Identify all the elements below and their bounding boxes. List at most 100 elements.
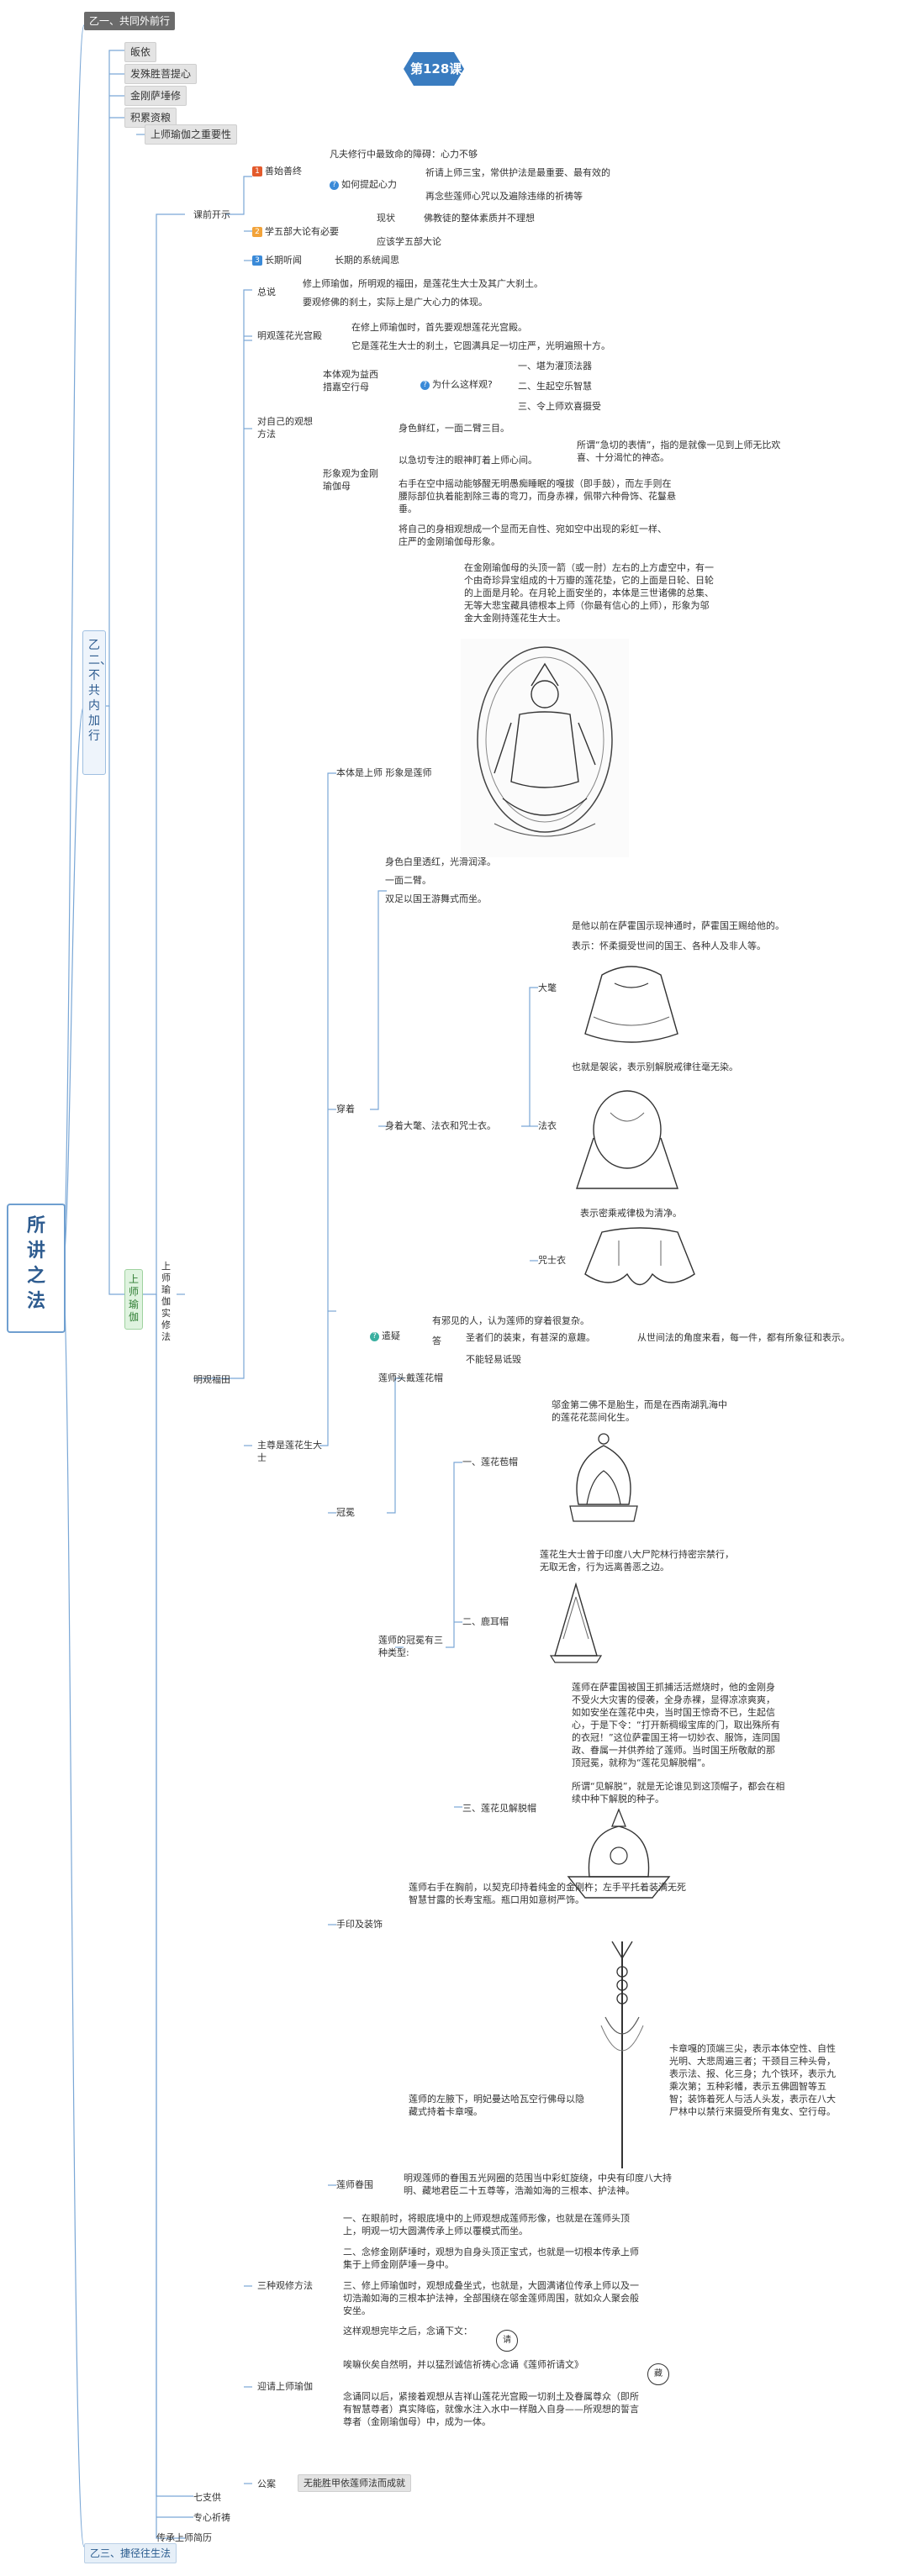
- shape-label[interactable]: 形象观为金刚瑜伽母: [323, 468, 378, 492]
- self-body[interactable]: 本体观为益西措嘉空行母: [323, 369, 378, 392]
- hat-label[interactable]: 冠冕: [336, 1507, 355, 1518]
- three-b: 二、念修金刚萨埵时，观想为自身头顶正宝式，也就是一切根本传承上师集于上师金刚萨埵…: [343, 2247, 639, 2270]
- question-icon: ?: [370, 1331, 379, 1341]
- shape-2: 以急切专注的眼神盯着上师心间。: [399, 455, 537, 466]
- summary-b: 要观修佛的刹土，实际上是广大心力的体现。: [303, 297, 488, 308]
- essence-label[interactable]: 本体是上师 形象是莲师: [336, 767, 432, 778]
- why-3: 三、令上师欢喜摄受: [518, 401, 601, 412]
- wear-summary: 身着大氅、法衣和咒士衣。: [385, 1120, 496, 1131]
- hand-label[interactable]: 手印及装饰: [336, 1919, 383, 1930]
- body-3: 双足以国王游舞式而坐。: [385, 893, 487, 904]
- guru-yoga-node[interactable]: 上师瑜伽: [124, 1269, 143, 1330]
- essence-text: 在金刚瑜伽母的头顶一箭（或一肘）左右的上方虚空中，有一个由奇珍异宝组成的十万瓣的…: [464, 562, 714, 624]
- lesson-badge: [404, 52, 464, 86]
- liberation-hat-illustration: [567, 1808, 671, 1899]
- shape-3: 右手在空中摇动能够醒无明愚痴睡眠的嘎拔（即手鼓），而左手则在腰际部位执着能割除三…: [399, 478, 676, 514]
- why-1: 一、堪为灌顶法器: [518, 361, 592, 371]
- prelim-vajrasattva[interactable]: 金刚萨埵修: [124, 86, 187, 106]
- body-2: 一面二臂。: [385, 875, 431, 886]
- doubt-title: 遣疑: [382, 1330, 400, 1341]
- palace-a: 在修上师瑜伽时，首先要观想莲花光宫殿。: [351, 322, 527, 333]
- prelim-bodhicitta[interactable]: 发殊胜菩提心: [124, 64, 198, 84]
- cloak-label[interactable]: 大氅: [538, 982, 557, 993]
- shape-1: 身色鲜红，一面二臂三目。: [399, 423, 509, 434]
- padma-label[interactable]: 主尊是莲花生大士: [257, 1440, 322, 1463]
- mantra-label[interactable]: 咒士衣: [538, 1255, 566, 1266]
- shape-2-note: 所谓“急切的表情”，指的是就像一见到上师无比欢喜、十分渴忙的神态。: [577, 440, 781, 463]
- mantra-robe-illustration: [584, 1227, 695, 1286]
- section-inner-preliminaries-label: 乙二、不共内加行: [88, 639, 112, 743]
- robe-illustration: [576, 1090, 678, 1189]
- why-label: 为什么这样观?: [432, 379, 493, 390]
- self-visualization[interactable]: 对自己的观想方法: [257, 416, 313, 440]
- why-question[interactable]: ?为什么这样观?: [420, 378, 493, 391]
- bless-label[interactable]: 公案: [257, 2479, 276, 2489]
- intro-item2-label: 学五部大论有必要: [265, 226, 339, 237]
- lesson-badge-label: 第128课: [410, 61, 462, 76]
- intro-item1-q[interactable]: ?如何提起心力: [330, 178, 397, 191]
- shape-4: 将自己的身相观想成一个显而无自性、宛如空中出现的彩虹一样、庄严的金刚瑜伽母形象。: [399, 524, 667, 547]
- section-outer-preliminaries[interactable]: 乙一、共同外前行: [84, 12, 176, 30]
- body-1: 身色白里透红，光滑润泽。: [385, 856, 496, 867]
- palace-b: 它是莲花生大士的刹土，它圆满具足一切庄严，光明遍照十方。: [351, 340, 610, 351]
- hat3-a: 莲师在萨霍国被国王抓捕活活燃烧时，他的金刚身不受火大灾害的侵袭，全身赤裸，显得凉…: [572, 1682, 780, 1768]
- khatvanga-text: 卡章嘎的顶端三尖，表示本体空性、自性光明、大悲周遍三者；干颈目三种头骨，表示法、…: [669, 2043, 836, 2117]
- hat1-label[interactable]: 一、莲花苞帽: [462, 1457, 518, 1467]
- intro-item2-b: 应该学五部大论: [377, 236, 441, 247]
- doubt-label[interactable]: ?遣疑: [370, 1330, 400, 1342]
- intro-item1-q-a2: 再念些莲师心咒以及遍除违缘的祈祷等: [425, 191, 583, 202]
- gather-label[interactable]: 迎请上师瑜伽: [257, 2381, 313, 2392]
- intro-item2-a: 佛教徒的整体素质并不理想: [424, 213, 535, 224]
- hat2-label[interactable]: 二、鹿耳帽: [462, 1616, 509, 1627]
- intro-item2-reason: 现状: [377, 213, 395, 224]
- three-c: 三、修上师瑜伽时，观想成叠坐式，也就是，大圆满诸位传承上师以及一切浩瀚如海的三根…: [343, 2280, 639, 2316]
- root-node[interactable]: 所讲之法: [7, 1204, 66, 1333]
- gather-b-mark: 藏: [647, 2363, 669, 2385]
- retinue-a: 明观莲师的眷围五光网圈的范围当中彩虹旋绕，中央有印度八大持明、藏地君臣二十五尊等…: [404, 2173, 672, 2196]
- intro-item1-label: 善始善终: [265, 166, 302, 176]
- hat1-a: 邬金第二佛不是胎生，而是在西南湖乳海中的莲花花蕊间化生。: [552, 1399, 727, 1423]
- answer-label[interactable]: 答: [432, 1335, 441, 1346]
- intro-label[interactable]: 课前开示: [193, 209, 230, 220]
- gather-a-mark: 请: [496, 2330, 518, 2352]
- focused-prayer[interactable]: 专心祈祷: [193, 2512, 230, 2523]
- hat-types[interactable]: 莲师的冠冕有三种类型:: [378, 1635, 443, 1658]
- palace-label[interactable]: 明观莲花光宫殿: [257, 330, 322, 341]
- section-inner-preliminaries[interactable]: 乙二、不共内加行: [82, 630, 112, 775]
- number-2-icon: 2: [252, 227, 262, 237]
- number-1-icon: 1: [252, 166, 262, 176]
- section-pure-land[interactable]: 乙三、捷径往生法: [84, 2543, 177, 2563]
- hat3-label[interactable]: 三、莲花见解脱帽: [462, 1803, 536, 1814]
- robe-label[interactable]: 法衣: [538, 1120, 557, 1131]
- gather-c: 念诵同以后，紧接着观想从吉祥山莲花光宫殿一切刹土及眷属尊众（即所有智慧尊者）真实…: [343, 2391, 639, 2427]
- guru-yoga-practice[interactable]: 上师瑜伽实修法: [161, 1261, 171, 1342]
- prelim-refuge[interactable]: 皈依: [124, 42, 157, 62]
- number-3-icon: 3: [252, 255, 262, 266]
- gather-a: 这样观想完毕之后，念诵下文：: [343, 2326, 472, 2336]
- retinue-label[interactable]: 莲师眷围: [336, 2179, 373, 2190]
- three-a: 一、在眼前时，将眼底境中的上师观想成莲师形像，也就是在莲师头顶上，明观一切大圆满…: [343, 2213, 630, 2236]
- wear-label[interactable]: 穿着: [336, 1104, 355, 1114]
- answer-a2: 从世间法的角度来看，每一件，都有所象征和表示。: [637, 1332, 850, 1343]
- hat3-b: 所谓“见解脱”，就是无论谁见到这顶帽子，都会在相续中种下解脱的种子。: [572, 1781, 785, 1804]
- summary-label[interactable]: 总说: [257, 287, 276, 298]
- bless-a: 无能胜甲依莲师法而成就: [298, 2474, 411, 2492]
- answer-a: 圣者们的装束，有甚深的意趣。: [466, 1332, 595, 1343]
- gather-b: 唉嘛伙矣自然明，并以猛烈诚信祈祷心念诵《莲师祈请文》: [343, 2359, 583, 2370]
- lotus-bud-hat-illustration: [569, 1433, 638, 1522]
- field-label[interactable]: 明观福田: [193, 1374, 230, 1385]
- cloak-b: 表示：怀柔摄受世间的国王、各种人及非人等。: [572, 940, 766, 951]
- seven-limb[interactable]: 七支供: [193, 2492, 221, 2503]
- guru-yoga-importance[interactable]: 上师瑜伽之重要性: [145, 124, 238, 145]
- mantra-a: 表示密乘戒律极为清净。: [580, 1208, 682, 1219]
- three-label[interactable]: 三种观修方法: [257, 2280, 313, 2291]
- why-2: 二、生起空乐智慧: [518, 381, 592, 392]
- answer-b: 不能轻易诋毁: [466, 1354, 521, 1365]
- cloak-a: 是他以前在萨霍国示现神通时，萨霍国王赐给他的。: [572, 920, 784, 931]
- hat-summary: 莲师头戴莲花帽: [378, 1372, 443, 1383]
- lineage-bios[interactable]: 传承上师简历: [156, 2532, 212, 2543]
- doubt-text: 有邪见的人，认为莲师的穿着很复杂。: [432, 1315, 589, 1326]
